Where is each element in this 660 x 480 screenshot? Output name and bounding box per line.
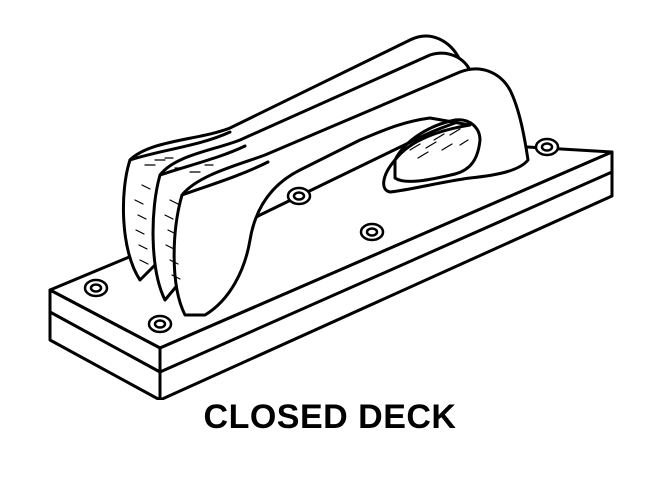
screw-head-icon bbox=[534, 137, 560, 157]
screw-head-icon bbox=[147, 314, 173, 334]
screw-heads bbox=[83, 137, 560, 334]
screw-head-icon bbox=[286, 186, 312, 206]
figure-caption: CLOSED DECK bbox=[203, 398, 457, 436]
surface-texture bbox=[134, 128, 469, 280]
chock-body bbox=[121, 34, 530, 317]
screw-head-icon bbox=[83, 278, 109, 298]
closed-deck-chock-illustration bbox=[48, 34, 614, 400]
screw-head-icon bbox=[359, 222, 385, 242]
